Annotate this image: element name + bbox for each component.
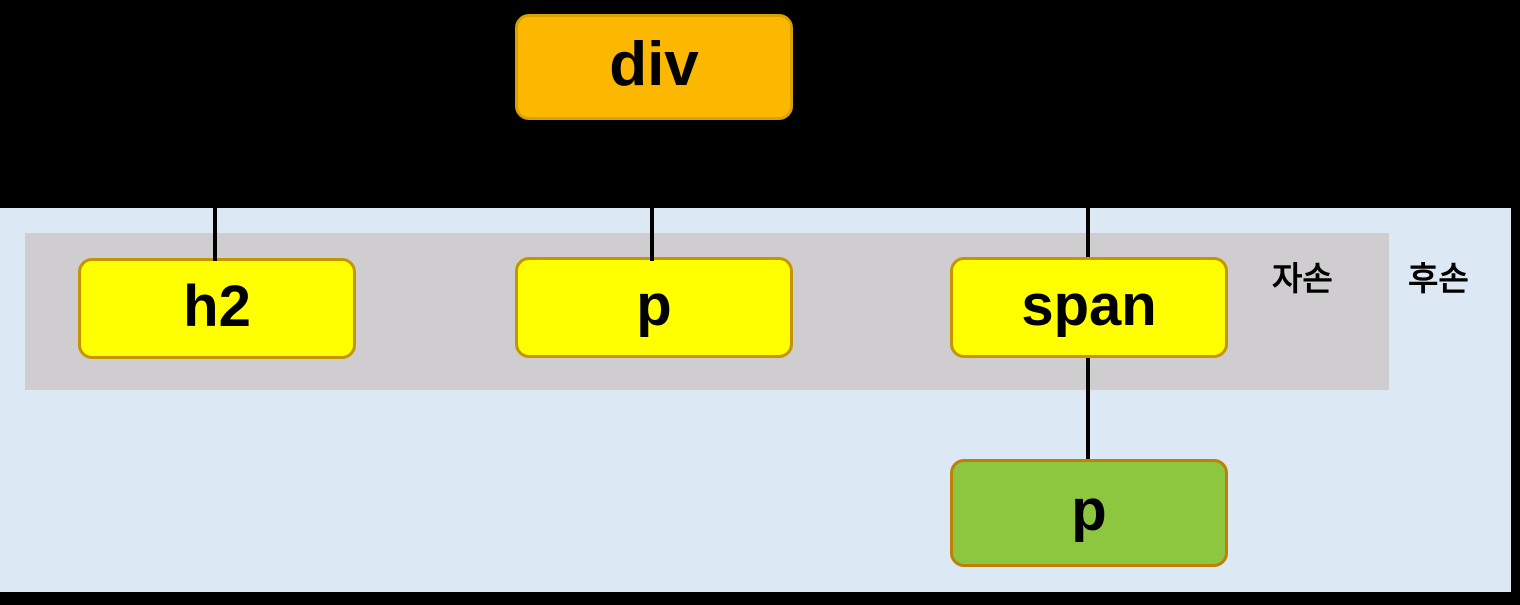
- node-h2[interactable]: h2: [78, 258, 356, 359]
- connector-div-to-h2: [213, 208, 217, 261]
- node-div[interactable]: div: [515, 14, 793, 120]
- legend-label-child: 자손: [1272, 260, 1333, 297]
- node-p-descendant-label: p: [1071, 478, 1107, 543]
- node-div-label: div: [609, 30, 699, 99]
- node-p-child-label: p: [636, 272, 672, 338]
- node-p-child[interactable]: p: [515, 257, 793, 358]
- connector-div-to-p: [650, 208, 654, 261]
- connector-div-to-span: [1086, 208, 1090, 261]
- node-span-label: span: [1021, 272, 1157, 338]
- connector-span-to-p: [1086, 330, 1090, 465]
- node-h2-label: h2: [183, 273, 251, 339]
- node-p-descendant[interactable]: p: [950, 459, 1228, 567]
- legend-label-descendant: 후손: [1408, 260, 1469, 297]
- node-span[interactable]: span: [950, 257, 1228, 358]
